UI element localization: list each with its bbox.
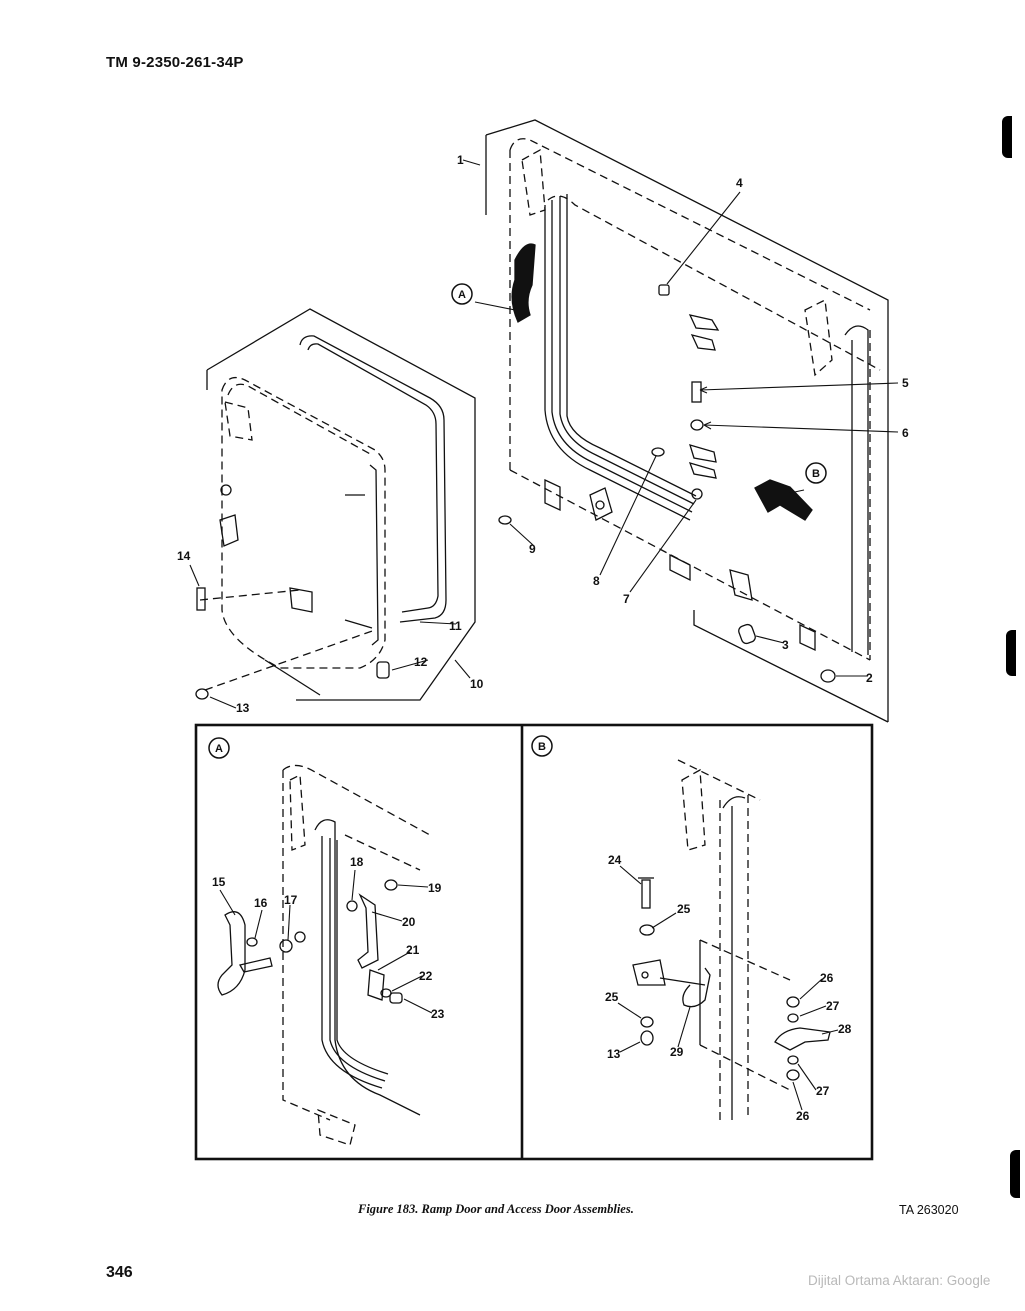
callout-label: 27	[816, 1084, 830, 1098]
binding-mark	[1002, 116, 1012, 158]
callout-label: 11	[449, 619, 462, 633]
callout-label: 19	[428, 881, 442, 895]
page-number: 346	[106, 1264, 133, 1281]
detail-a-drawing	[217, 764, 431, 1146]
callout-label: 17	[284, 893, 298, 907]
detail-frame	[194, 723, 874, 1161]
badge-b-main: B	[805, 462, 827, 484]
badge-b-detail: B	[531, 735, 553, 757]
callout-label: 26	[796, 1109, 810, 1123]
callout-label: 14	[177, 549, 191, 563]
callout-label: 16	[254, 896, 268, 910]
callout-label: 22	[419, 969, 433, 983]
callout-label: 1	[457, 153, 464, 167]
leader-lines	[189, 159, 899, 1111]
callout-label: 2	[866, 671, 873, 685]
svg-text:A: A	[458, 289, 466, 301]
binding-mark	[1006, 630, 1016, 676]
callout-label: 15	[212, 875, 226, 889]
latch-b	[754, 479, 813, 521]
callout-label: 10	[470, 677, 484, 691]
callout-label: 18	[350, 855, 364, 869]
scan-watermark: Dijital Ortama Aktaran: Google	[808, 1273, 991, 1288]
callout-label: 6	[902, 426, 909, 440]
detail-b-drawing	[632, 759, 831, 1120]
access-door-assembly	[195, 308, 476, 701]
callout-label: 24	[608, 853, 622, 867]
callout-label: 29	[670, 1045, 684, 1059]
callout-label: 25	[605, 990, 619, 1004]
figure-caption: Figure 183. Ramp Door and Access Door As…	[358, 1202, 634, 1216]
callout-label: 13	[607, 1047, 621, 1061]
badge-a-detail: A	[208, 737, 230, 759]
callout-label: 3	[782, 638, 789, 652]
binding-mark	[1010, 1150, 1020, 1198]
callout-label: 4	[736, 176, 743, 190]
callout-label: 26	[820, 971, 834, 985]
callout-label: 27	[826, 999, 840, 1013]
figure-reference: TA 263020	[899, 1203, 959, 1217]
ramp-door-assembly	[485, 119, 889, 723]
callout-label: 12	[414, 655, 428, 669]
svg-text:A: A	[215, 743, 223, 755]
handle-a	[511, 243, 536, 323]
callout-label: 20	[402, 915, 416, 929]
callout-label: 25	[677, 902, 691, 916]
callout-label: 7	[623, 592, 630, 606]
callout-label: 5	[902, 376, 909, 390]
document-id: TM 9-2350-261-34P	[106, 54, 244, 71]
callout-label: 8	[593, 574, 600, 588]
callout-label: 28	[838, 1022, 852, 1036]
badge-a-main: A	[451, 283, 473, 305]
callout-label: 23	[431, 1007, 445, 1021]
callout-label: 21	[406, 943, 420, 957]
svg-text:B: B	[812, 468, 820, 480]
callout-label: 9	[529, 542, 536, 556]
svg-text:B: B	[538, 741, 546, 753]
callout-label: 13	[236, 701, 250, 715]
